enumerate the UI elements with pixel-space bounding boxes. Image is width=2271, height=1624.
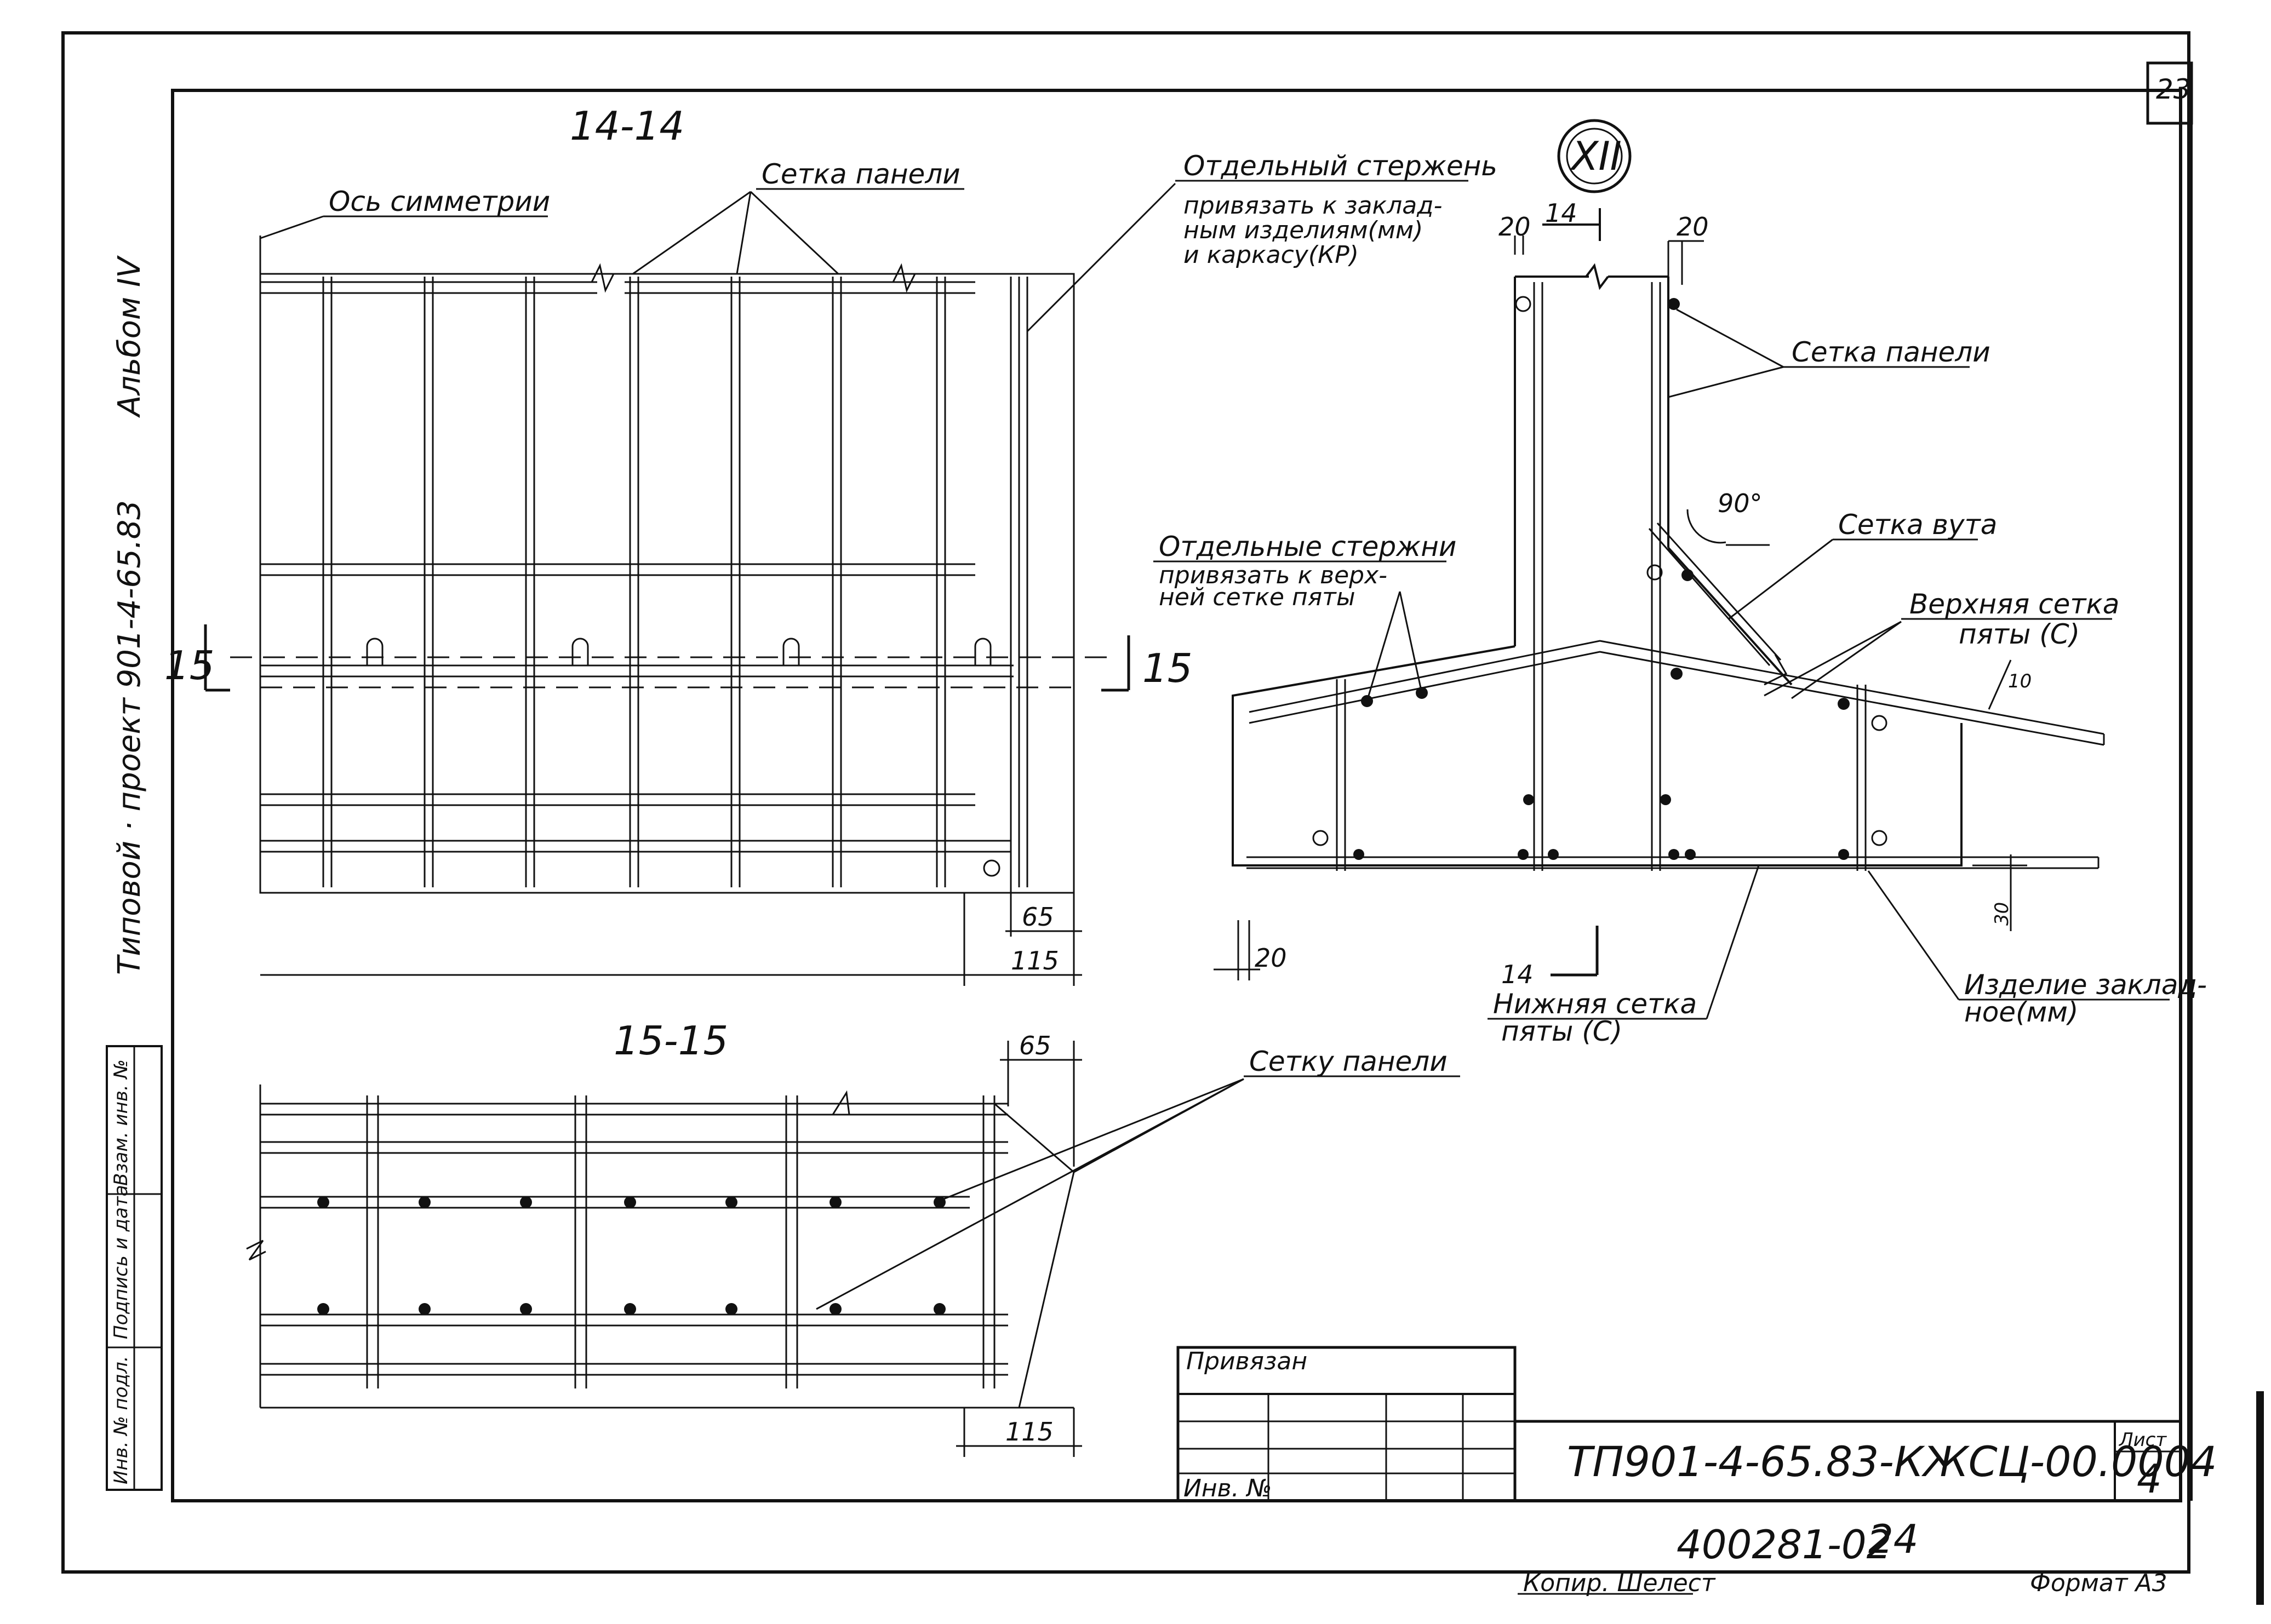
dim-right-30: 30	[1991, 902, 2013, 926]
outer-border	[61, 31, 2190, 1574]
single-bar-note-3: и каркасу(КР)	[1183, 241, 1359, 269]
copier-label: Копир. Шелест	[1523, 1569, 1716, 1597]
embedded-item-label-1: Изделие заклад-	[1964, 969, 2207, 1001]
lower-mesh-label-1: Нижняя сетка	[1493, 988, 1697, 1020]
archive-page: 24	[1868, 1516, 1919, 1562]
side-stamp-sign: Подпись и дата	[110, 1185, 132, 1339]
corner-sheet-number: 23	[2156, 73, 2191, 105]
dim-65-14: 65	[1022, 902, 1054, 932]
separate-bars-label: Отдельные стержни	[1159, 531, 1456, 563]
panel-mesh-label-xii: Сетка панели	[1792, 336, 1990, 368]
section-14-outline	[259, 273, 1075, 894]
single-bar-note-1: привязать к заклад-	[1183, 192, 1442, 220]
separate-bars-note-1: привязать к верх-	[1159, 561, 1387, 589]
upper-mesh-label-2: пяты (С)	[1959, 618, 2080, 650]
embedded-item-label-2: ное(мм)	[1964, 996, 2079, 1028]
side-stamp-inv: Инв. № подл.	[110, 1356, 132, 1484]
cut-left-15: 15	[164, 642, 215, 688]
upper-mesh-label-1: Верхняя сетка	[1909, 588, 2119, 620]
sheet-number: 4	[2137, 1456, 2162, 1502]
dim-top-14: 14	[1545, 198, 1577, 228]
section-14-title: 14-14	[570, 103, 684, 149]
dim-bottom-20: 20	[1255, 943, 1287, 973]
section-15-15: 15-15 Сетку панели	[246, 1018, 1460, 1457]
angle-90-label: 90°	[1718, 489, 1763, 518]
inv-label: Инв. №	[1183, 1474, 1272, 1502]
side-stamp: Инв. № подл. Подпись и дата Взам. инв. №	[106, 1045, 163, 1491]
cut-right-15: 15	[1142, 645, 1193, 691]
panel-mesh-label-14: Сетка панели	[762, 158, 960, 190]
dim-top-20-right: 20	[1677, 212, 1709, 242]
panel-mesh-label-15: Сетку панели	[1249, 1046, 1448, 1077]
side-album-title: Альбом IV	[112, 255, 147, 418]
bound-label: Привязан	[1186, 1347, 1307, 1375]
axis-symmetry-label: Ось симметрии	[329, 186, 550, 217]
dim-115-14: 115	[1011, 946, 1059, 975]
node-xii-title: XII	[1569, 133, 1622, 179]
format-label: Формат А3	[2030, 1569, 2167, 1597]
corner-sheet-box	[2146, 61, 2193, 125]
haunch-mesh-label: Сетка вута	[1838, 509, 1997, 541]
inner-frame	[171, 89, 2182, 1502]
dim-115-15: 115	[1005, 1417, 1054, 1447]
sheet-label: Лист	[2118, 1429, 2167, 1451]
section-14-14: 14-14 Ось симметрии Сетка панели Отдельн…	[164, 103, 1497, 986]
side-stamp-replace: Взам. инв. №	[110, 1059, 132, 1186]
document-code: ТП901-4-65.83-КЖСЦ-00.0004	[1567, 1437, 2217, 1486]
cut-14-label: 14	[1501, 960, 1534, 989]
separate-bars-note-2: ней сетке пяты	[1159, 583, 1355, 611]
lower-mesh-label-2: пяты (С)	[1501, 1015, 1622, 1047]
side-project-title: Типовой · проект 901-4-65.83	[112, 500, 147, 975]
title-block: Привязан Инв. № ТП901-4-65.83-КЖСЦ-00.00…	[1176, 1346, 2217, 1502]
dim-right-10: 10	[2008, 670, 2032, 692]
single-bar-note-2: ным изделиям(мм)	[1183, 216, 1423, 244]
single-bar-label: Отдельный стержень	[1183, 150, 1497, 182]
archive-number: 400281-02	[1677, 1522, 1891, 1568]
section-15-title: 15-15	[614, 1018, 728, 1064]
node-xii: XII 20 14 20	[1153, 119, 2207, 1047]
dim-65-15: 65	[1019, 1031, 1051, 1060]
